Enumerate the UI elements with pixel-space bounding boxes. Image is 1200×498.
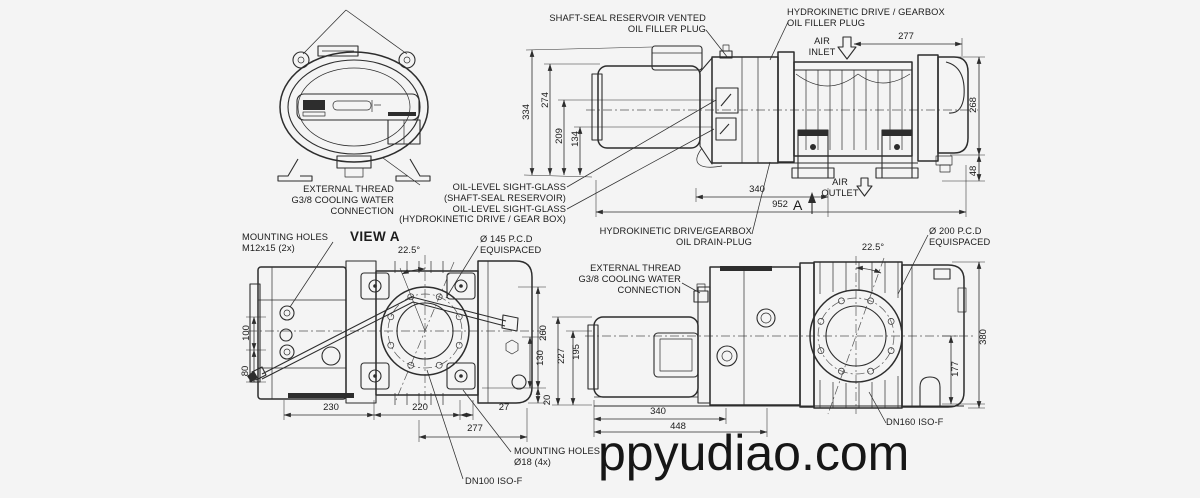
dim-268: 268	[968, 97, 979, 113]
dim-209: 209	[554, 128, 565, 144]
view-a-drawing	[247, 255, 545, 408]
dimension-lines	[246, 38, 985, 442]
dim-380: 380	[978, 329, 989, 345]
dim-80: 80	[240, 365, 251, 377]
end-view-drawing	[277, 9, 431, 186]
label-pcd-200: Ø 200 P.C.D EQUISPACED	[929, 226, 991, 247]
dim-177: 177	[950, 361, 961, 377]
label-angle-22-5-left: 22.5°	[397, 245, 421, 255]
label-dn100-iso-f: DN100 ISO-F	[465, 476, 523, 486]
dim-20: 20	[542, 394, 553, 406]
dim-230: 230	[323, 402, 339, 413]
dim-130: 130	[535, 350, 546, 366]
leader-lines	[289, 21, 929, 480]
watermark: ppyudiao.com	[598, 425, 910, 481]
label-mounting-holes-18: MOUNTING HOLES Ø18 (4x)	[514, 446, 601, 467]
label-shaft-seal-filler-plug: SHAFT-SEAL RESERVOIR VENTED OIL FILLER P…	[549, 13, 706, 34]
label-dn160-iso-f: DN160 ISO-F	[886, 417, 944, 427]
dim-260: 260	[538, 325, 549, 341]
dim-277-bottom: 277	[467, 423, 483, 434]
label-air-outlet: AIR OUTLET	[821, 177, 859, 198]
dim-134: 134	[570, 131, 581, 147]
dim-277-top: 277	[898, 31, 914, 42]
view-a-direction-arrow-icon	[808, 192, 816, 214]
dim-340-bottom: 340	[650, 406, 666, 417]
label-air-inlet: AIR INLET	[808, 36, 836, 57]
label-oil-level-sight-glass: OIL-LEVEL SIGHT-GLASS (SHAFT-SEAL RESERV…	[399, 182, 566, 225]
dim-48: 48	[968, 165, 979, 177]
dim-227: 227	[556, 348, 567, 364]
label-angle-22-5-right: 22.5°	[861, 242, 885, 252]
dim-274: 274	[540, 92, 551, 108]
dim-195: 195	[571, 344, 582, 360]
label-hydrokinetic-filler-plug: HYDROKINETIC DRIVE / GEARBOX OIL FILLER …	[787, 7, 945, 28]
dim-448: 448	[670, 421, 686, 432]
dim-27: 27	[498, 402, 510, 413]
view-a-title: VIEW A	[350, 229, 400, 244]
dim-952: 952	[772, 199, 788, 210]
dim-220: 220	[412, 402, 428, 413]
label-view-direction-a: A	[793, 197, 803, 213]
label-external-thread-side-view: EXTERNAL THREAD G3/8 COOLING WATER CONNE…	[578, 263, 681, 295]
label-external-thread-end-view: EXTERNAL THREAD G3/8 COOLING WATER CONNE…	[291, 184, 394, 216]
dim-334: 334	[521, 104, 532, 120]
dim-100: 100	[241, 325, 252, 341]
side-view-top-drawing	[586, 36, 978, 214]
air-outlet-arrow-icon	[856, 177, 873, 197]
label-pcd-145: Ø 145 P.C.D EQUISPACED	[480, 234, 542, 255]
dim-340-top: 340	[749, 184, 765, 195]
side-view-bottom-drawing	[585, 256, 975, 415]
air-inlet-arrow-icon	[837, 36, 857, 60]
label-hydrokinetic-drain-plug: HYDROKINETIC DRIVE/GEARBOX OIL DRAIN-PLU…	[599, 226, 752, 247]
label-mounting-holes-m12: MOUNTING HOLES M12x15 (2x)	[242, 232, 329, 253]
